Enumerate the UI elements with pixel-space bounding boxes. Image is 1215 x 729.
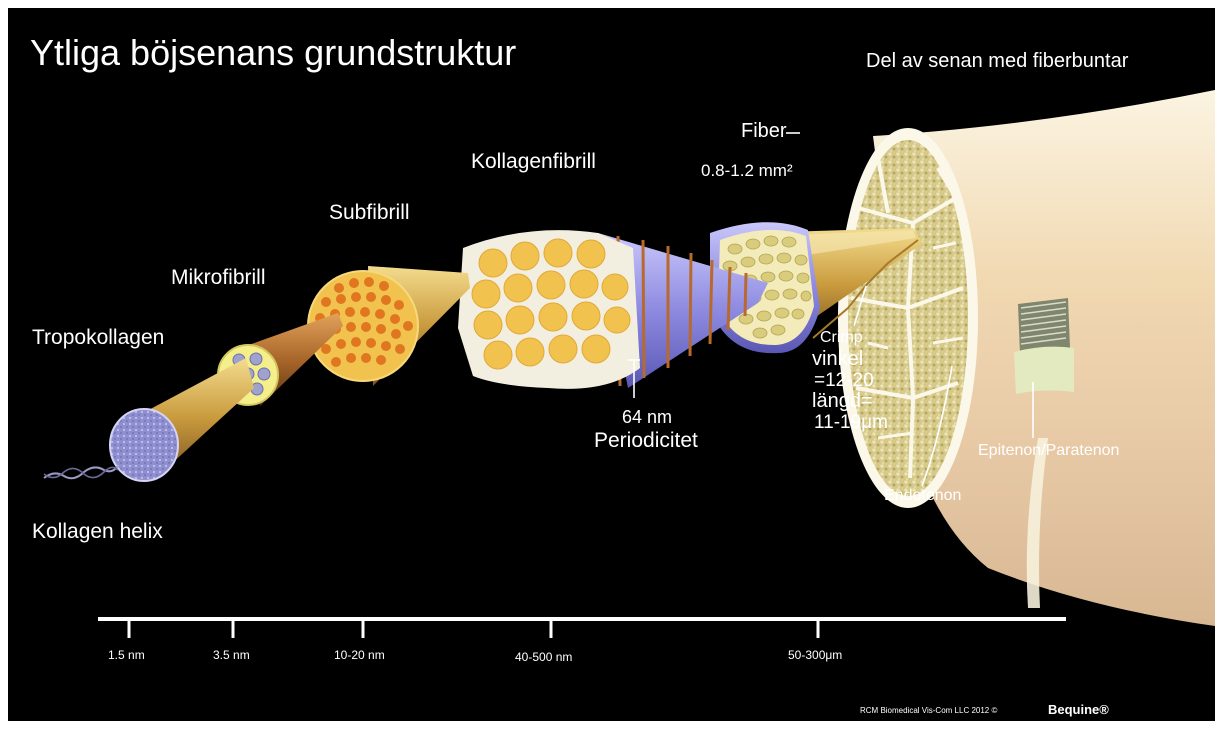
credit-text: RCM Biomedical Vis-Com LLC 2012 © (860, 706, 997, 715)
scale-label-4: 40-500 nm (515, 650, 572, 664)
endotenon-label: Endotenon (884, 487, 961, 505)
scale-label-1: 1.5 nm (108, 648, 145, 662)
tropocollagen-label: Tropokollagen (32, 326, 164, 350)
subfibril-label: Subfibrill (329, 201, 410, 225)
scale-label-3: 10-20 nm (334, 648, 385, 662)
crimp-angle-value: =12-20 (814, 370, 874, 392)
tendon-section-label: Del av senan med fiberbuntar (866, 50, 1128, 73)
collagen-helix-label: Kollagen helix (32, 520, 163, 544)
tendon-hierarchy-illustration (8, 8, 1215, 721)
collagen-fibril-label: Kollagenfibrill (471, 150, 596, 174)
microfibril-label: Mikrofibrill (171, 266, 266, 290)
tendon-section-illustration (838, 90, 1215, 626)
scale-label-5: 50-300μm (788, 648, 842, 662)
fiber-area-label: 0.8-1.2 mm² (701, 161, 793, 181)
page-title: Ytliga böjsenans grundstruktur (30, 32, 516, 74)
crimp-angle-label: vinkel (812, 348, 863, 371)
crimp-label: Crimp (820, 329, 863, 347)
epitenon-label: Epitenon/Paratenon (978, 442, 1119, 460)
tropocollagen-illustration (44, 358, 254, 481)
brand-logo-text: Bequine® (1048, 702, 1109, 717)
scale-label-2: 3.5 nm (213, 648, 250, 662)
fiber-label: Fiber (741, 120, 787, 143)
period-value-label: 64 nm (622, 407, 672, 428)
crimp-length-value: 11-19μm (814, 412, 888, 434)
period-label: Periodicitet (594, 429, 698, 453)
diagram-canvas: Ytliga böjsenans grundstruktur Del av se… (8, 8, 1215, 721)
crimp-length-label: längd= (812, 390, 873, 413)
scale-bar (98, 619, 1066, 638)
